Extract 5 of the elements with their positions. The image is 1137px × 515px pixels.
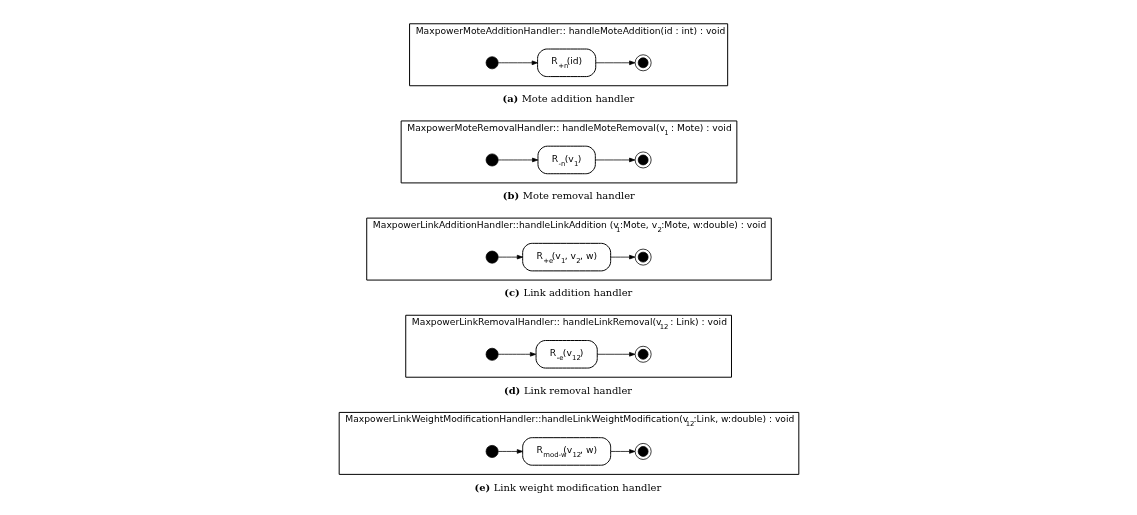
node-label: (b) Mote removal handler — [502, 190, 635, 202]
node-label: (c) Link addition handler — [503, 287, 632, 299]
node-label: (e) Link weight modification handler — [474, 481, 661, 493]
node-label: (d) Link removal handler — [503, 384, 632, 396]
node-label: (a) Mote addition handler — [501, 93, 634, 105]
